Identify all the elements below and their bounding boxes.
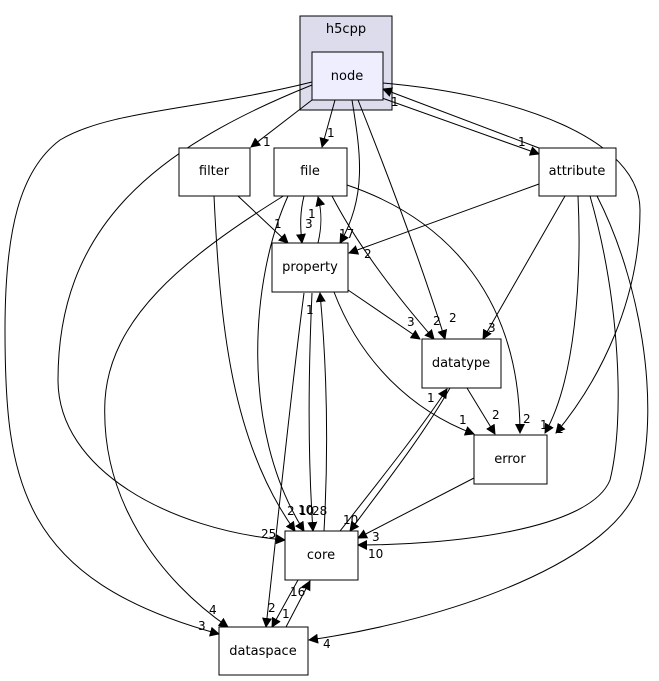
- node-core[interactable]: core: [284, 530, 359, 581]
- edge-label-property-error: 1: [459, 413, 467, 427]
- edge-file-dataspace: [104, 194, 286, 628]
- edge-file-property: [295, 195, 306, 244]
- node-label-property: property: [282, 260, 338, 275]
- edge-label-node-property: 17: [339, 227, 354, 241]
- edge-node-dataspace: [4, 81, 313, 637]
- edge-label-file-core: 10: [299, 504, 314, 518]
- node-label-dataspace: dataspace: [229, 644, 296, 659]
- edge-attribute-property: [348, 183, 540, 255]
- node-file[interactable]: file: [273, 147, 348, 197]
- edge-filter-core: [213, 195, 296, 532]
- edge-label-property-datatype: 3: [407, 315, 415, 329]
- cluster-title: h5cpp: [326, 22, 366, 37]
- edge-property-dataspace: [262, 292, 305, 628]
- node-label-filter: filter: [199, 164, 230, 179]
- edge-label-attribute-datatype: 3: [488, 321, 496, 335]
- edge-label-datatype-error: 2: [492, 408, 500, 422]
- edge-label-attribute-property: 2: [364, 247, 372, 261]
- edge-node-property: [339, 99, 361, 244]
- edge-file-error: [346, 184, 525, 434]
- edge-label-filter-core: 2: [287, 504, 295, 518]
- edge-attribute-error: [544, 195, 580, 434]
- edge-datatype-core: [349, 387, 451, 532]
- node-property[interactable]: property: [271, 242, 349, 293]
- edge-label-core-datatype: 1: [427, 391, 435, 405]
- node-datatype[interactable]: datatype: [421, 338, 502, 389]
- edge-label-attribute-node: 1: [391, 95, 399, 109]
- edge-label-core-property: 1: [306, 303, 314, 317]
- node-label-file: file: [300, 164, 320, 179]
- edge-node-datatype: [357, 99, 448, 340]
- node-dataspace[interactable]: dataspace: [218, 626, 309, 676]
- edge-label-error-core: 3: [372, 530, 380, 544]
- edge-label-node-filter: 1: [263, 135, 271, 149]
- edge-attribute-datatype: [482, 195, 566, 340]
- edge-node-file: [319, 99, 336, 148]
- edge-label-attribute-error: 1: [540, 418, 548, 432]
- edges: 1 1 1 1 17 2 1 10 3 1 2 3 1: [4, 81, 649, 651]
- node-label-error: error: [494, 452, 526, 467]
- node-label-datatype: datatype: [432, 356, 490, 371]
- edge-label-dataspace-core: 16: [290, 585, 305, 599]
- edge-error-core: [357, 477, 475, 539]
- edge-core-dataspace: [271, 579, 299, 628]
- edge-property-file: [315, 196, 326, 244]
- edge-label-node-error: 1: [556, 422, 564, 436]
- edge-label-node-dataspace: 3: [198, 619, 206, 633]
- edge-property-datatype: [347, 289, 421, 340]
- edge-label-file-datatype: 2: [433, 314, 441, 328]
- edge-attribute-node: [382, 87, 540, 149]
- edge-label-datatype-core: 10: [343, 513, 358, 527]
- edge-label-attribute-core: 10: [368, 547, 383, 561]
- edge-label-file-error: 2: [523, 412, 531, 426]
- edge-file-datatype: [331, 195, 435, 340]
- edge-property-error: [333, 291, 475, 436]
- edge-label-core-25: 25: [261, 527, 276, 541]
- node-attribute[interactable]: attribute: [538, 147, 617, 197]
- edge-label-property-file: 1: [308, 207, 316, 221]
- edge-label-file-property: 3: [305, 217, 313, 231]
- edge-label-property-dataspace: 2: [268, 601, 276, 615]
- node-label-attribute: attribute: [549, 164, 606, 179]
- edge-attribute-core: [357, 195, 619, 550]
- edge-node-error: [382, 82, 641, 434]
- edge-core-property: [315, 292, 328, 532]
- edge-label-node-core: 10: [298, 503, 313, 517]
- edge-label-core-dataspace: 1: [282, 607, 290, 621]
- edge-core-datatype: [339, 388, 448, 532]
- node-node[interactable]: node: [311, 51, 384, 101]
- edge-file-core: [257, 195, 305, 532]
- edge-label-property-core: 28: [312, 504, 327, 518]
- edge-dataspace-core: [285, 580, 311, 628]
- edge-filter-property: [237, 195, 289, 244]
- edge-attribute-dataspace: [308, 195, 649, 644]
- node-label-core: core: [307, 548, 335, 563]
- node-error[interactable]: error: [473, 434, 548, 485]
- node-filter[interactable]: filter: [178, 147, 251, 197]
- edge-label-node-file: 1: [327, 126, 335, 140]
- edge-label-file-dataspace: 4: [209, 603, 217, 617]
- edge-node-filter: [250, 99, 313, 148]
- edge-label-attribute-dataspace: 4: [323, 637, 331, 651]
- node-label-node: node: [331, 69, 363, 84]
- edge-node-attribute: [381, 97, 540, 156]
- edge-label-filter-property: 1: [274, 217, 282, 231]
- edge-label-node-datatype: 2: [449, 311, 457, 325]
- edge-property-core: [307, 292, 318, 532]
- edge-datatype-error: [466, 387, 496, 435]
